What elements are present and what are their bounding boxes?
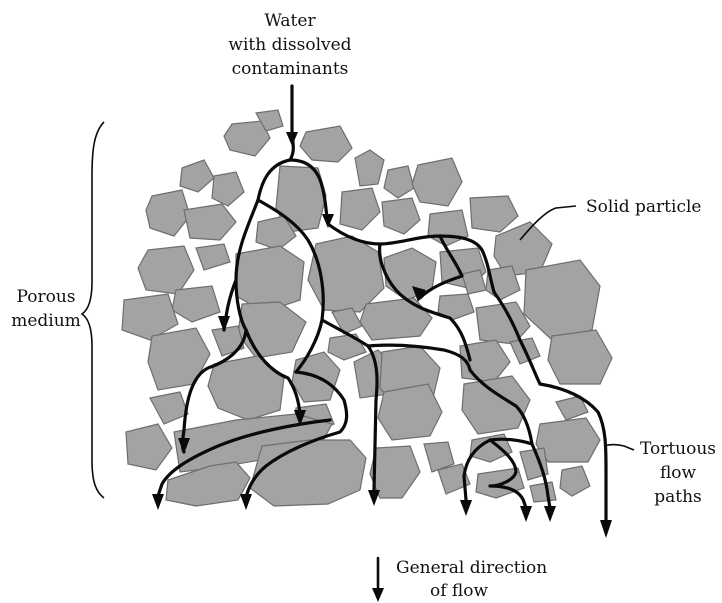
grain [180,160,214,192]
grain [184,204,236,240]
label-solid-particle-text: Solid particle [586,197,701,217]
grain [355,150,384,186]
grain [250,440,366,506]
curly-brace [82,122,104,498]
leader-line [604,445,634,451]
label-water-line3: contaminants [232,59,349,79]
grain [138,246,194,294]
grain [412,158,462,206]
grain [208,356,284,420]
grain [150,392,188,424]
arrowhead [152,494,164,510]
grain [560,466,590,496]
arrowhead [600,520,612,538]
grain [212,172,244,206]
arrowhead [520,506,532,522]
label-tortuous-line3: paths [654,487,702,507]
grain [428,210,468,246]
direction-arrowhead [372,588,384,602]
arrowhead [240,494,252,510]
arrowhead [368,490,380,506]
grain [360,298,432,340]
label-porous-line1: Porous [16,287,75,307]
label-water-line1: Water [264,11,316,31]
label-water-inflow: Water with dissolved contaminants [228,11,351,79]
label-water-line2: with dissolved [228,35,351,55]
label-direction-line1: General direction [396,558,547,578]
grain [462,376,530,434]
grain [172,286,220,322]
label-tortuous-flow-paths: Tortuous flow paths [604,439,716,507]
label-tortuous-line1: Tortuous [640,439,716,459]
grain [378,384,442,440]
grain [382,198,420,234]
grain [548,330,612,384]
flow-path [290,86,293,160]
label-tortuous-line2: flow [660,463,697,483]
grain [300,126,352,162]
grain [530,482,556,502]
grain [148,328,210,390]
grain [196,244,230,270]
grain [340,188,380,230]
label-direction-line2: of flow [430,581,489,601]
arrowhead [460,500,472,516]
grain [384,166,414,198]
label-solid-particle: Solid particle [520,197,701,240]
grain [126,424,172,470]
grain [328,334,366,360]
grain [238,302,306,358]
arrowhead [544,506,556,522]
grain [524,260,600,340]
label-porous-line2: medium [11,311,81,331]
label-porous-medium: Porous medium [11,122,104,498]
arrowhead [286,132,298,146]
grain [470,196,518,232]
grain [146,190,190,236]
grain [212,326,244,356]
label-general-direction: General direction of flow [372,558,547,602]
solid-particles [122,110,612,506]
